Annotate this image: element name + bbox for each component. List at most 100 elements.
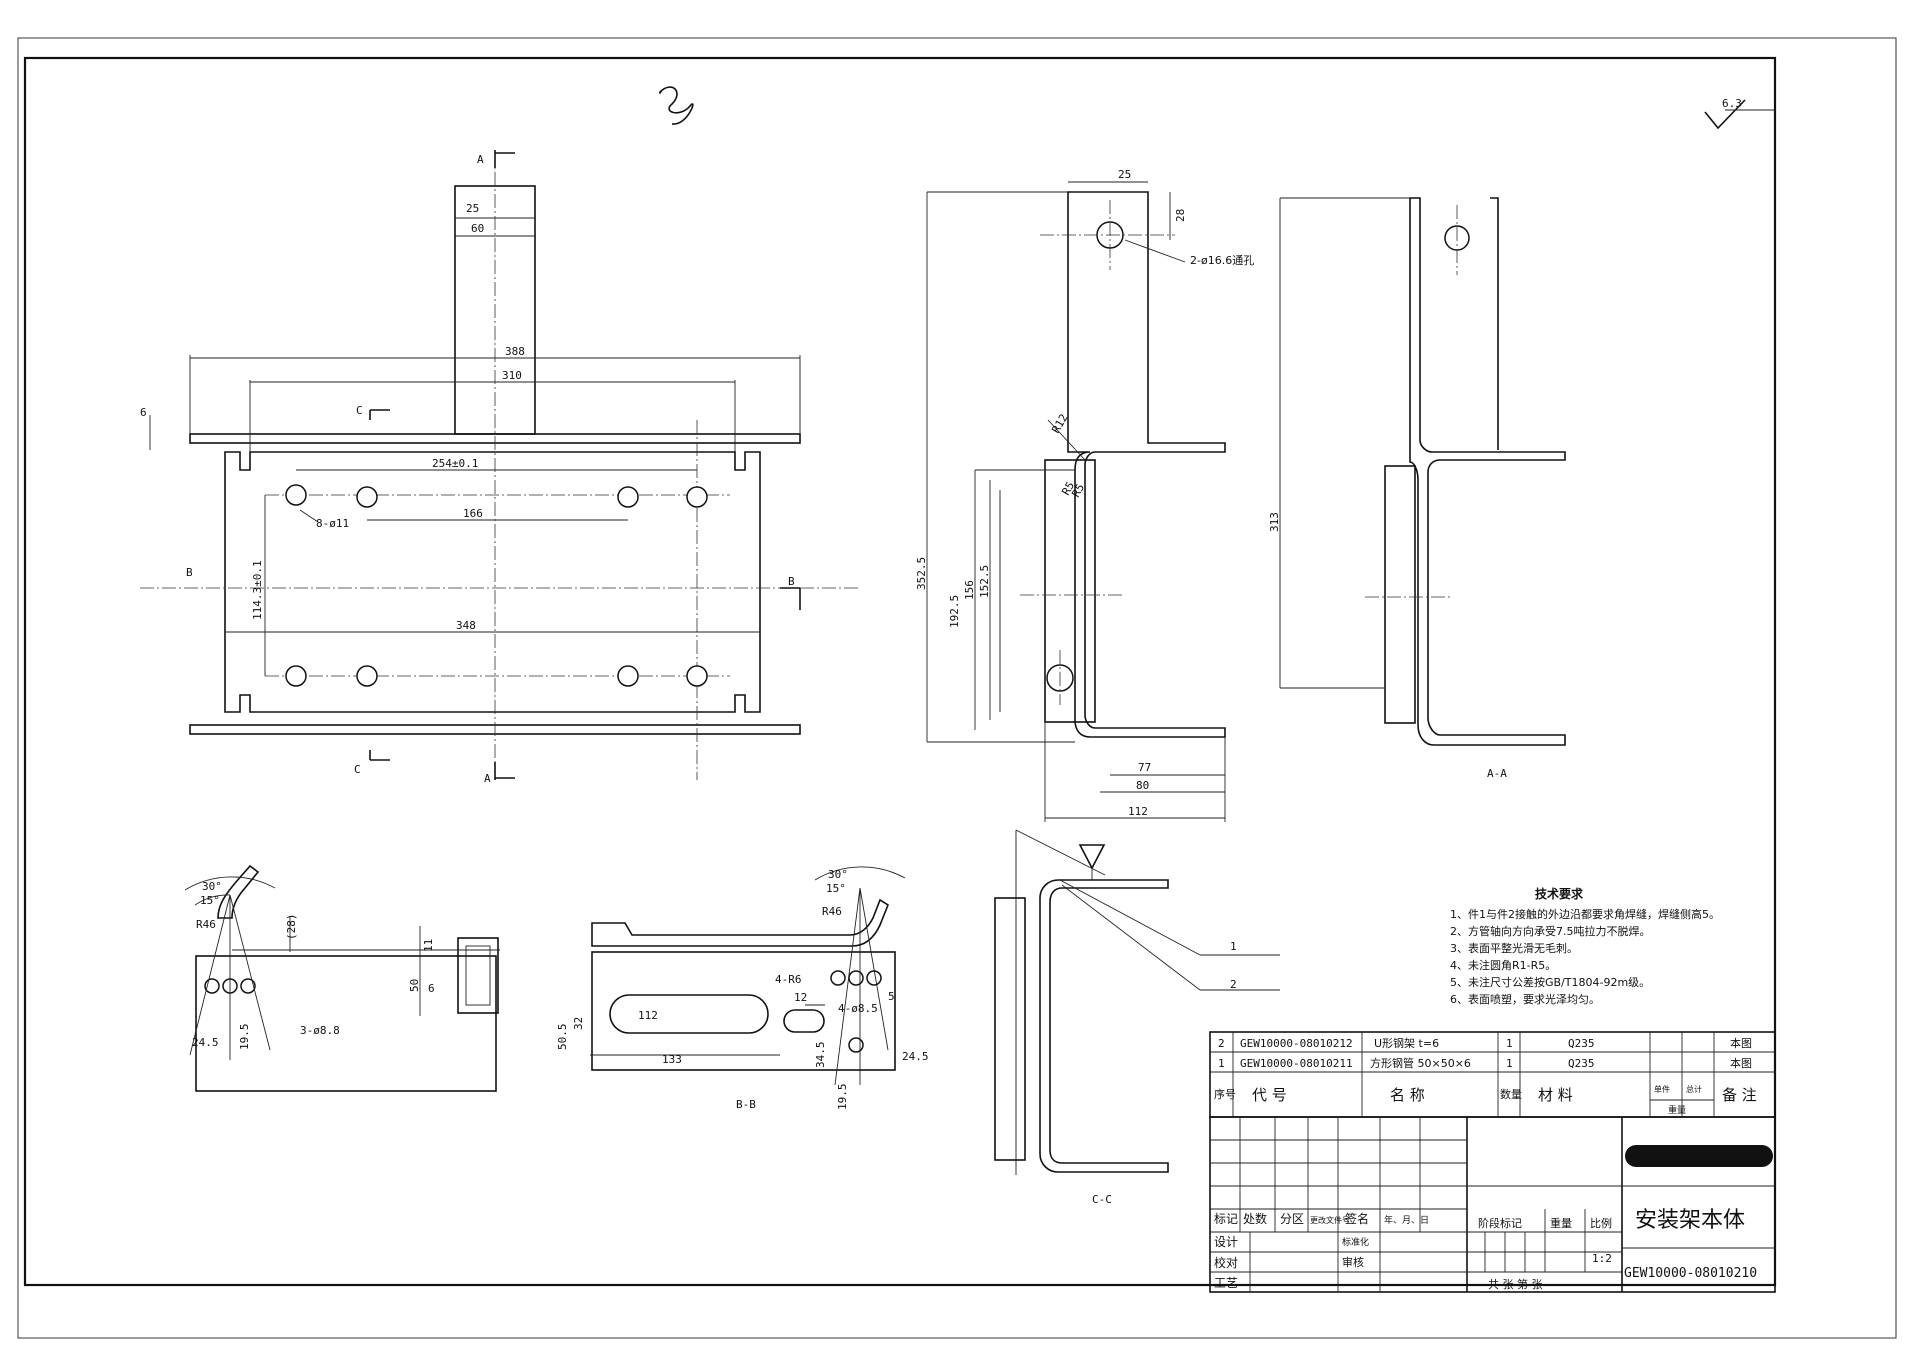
section-label-c: C: [354, 763, 361, 776]
tube-section: [1384, 465, 1416, 724]
sheet-count-label: 共 张 第 张: [1488, 1277, 1543, 1291]
section-label-a: A: [484, 772, 491, 785]
dim-label: 152.5: [978, 565, 991, 598]
tech-requirement-item: 5、未注尺寸公差按GB/T1804-92m级。: [1450, 975, 1650, 989]
dim-label: R5: [1069, 482, 1087, 500]
u-bracket-profile: [1067, 191, 1226, 738]
dim-label: 3-ø8.8: [300, 1024, 340, 1037]
bent-flange: [591, 898, 889, 947]
dim-label: 313: [1268, 512, 1281, 532]
dim-label: 8-ø11: [316, 517, 349, 530]
section-c-c: 1 2 C-C: [994, 829, 1280, 1206]
redacted-company-name: [1625, 1145, 1773, 1167]
dim-label: 348: [456, 619, 476, 632]
section-label-c: C: [356, 404, 363, 417]
square-tube: [1044, 459, 1096, 723]
title-block-label: 标记: [1214, 1212, 1238, 1226]
hole: [848, 1037, 864, 1053]
title-block-label: 工艺: [1214, 1276, 1238, 1290]
dim-label: 25: [1118, 168, 1131, 181]
dim-label: (28): [285, 914, 298, 941]
bom-cell: GEW10000-08010211: [1240, 1057, 1353, 1070]
bom-cell: 本图: [1730, 1036, 1752, 1050]
slot: [609, 994, 769, 1034]
bom-cell: GEW10000-08010212: [1240, 1037, 1353, 1050]
section-b-b: 30° 15° R46 4-R6 12 112 50.5 32 133 34.5…: [556, 866, 929, 1111]
title-block-label: 审核: [1342, 1255, 1364, 1269]
title-block-label: 比例: [1590, 1216, 1612, 1230]
dim-label: 50: [408, 979, 421, 992]
title-block-label: 校对: [1214, 1255, 1238, 1270]
drawing-title: 安装架本体: [1635, 1208, 1745, 1233]
weld-symbol: [1078, 844, 1106, 870]
angle-label: 15°: [200, 894, 220, 907]
main-body: [224, 451, 761, 713]
bb-plate: [591, 951, 896, 1071]
radius-label: R46: [196, 918, 216, 931]
roughness-symbol: 6.3: [1704, 97, 1775, 130]
title-block-label: 重量: [1550, 1216, 1572, 1230]
bom-header: 总计: [1686, 1084, 1702, 1094]
dim-label: 310: [502, 369, 522, 382]
tech-requirements-title: 技术要求: [1535, 886, 1584, 901]
bom-cell: 1: [1506, 1057, 1513, 1070]
dim-label: 2-ø16.6通孔: [1190, 254, 1254, 267]
tech-requirement-item: 1、件1与件2接触的外边沿都要求角焊缝，焊缝侧高5。: [1450, 907, 1720, 921]
section-label-bb: B-B: [736, 1098, 756, 1111]
bom-header: 备 注: [1722, 1086, 1757, 1104]
bom-cell: U形钢架 t=6: [1374, 1037, 1439, 1050]
bom-header: 重量: [1668, 1104, 1686, 1116]
dim-label: 388: [505, 345, 525, 358]
scale-value: 1:2: [1592, 1252, 1612, 1265]
title-block-label: 签名: [1345, 1211, 1369, 1226]
hole: [686, 665, 708, 687]
tech-requirements: 技术要求 1、件1与件2接触的外边沿都要求角焊缝，焊缝侧高5。 2、方管轴向方向…: [1450, 886, 1720, 1006]
bom-cell: 本图: [1730, 1056, 1752, 1070]
tube-end: [457, 937, 499, 1014]
dim-label: 6: [428, 982, 435, 995]
bom-table: 2 GEW10000-08010212 U形钢架 t=6 1 Q235 本图 1…: [1209, 1031, 1776, 1118]
title-block: 标记 处数 分区 更改文件号 签名 年、月、日 设计 标准化 校对 审核 工艺 …: [1209, 1116, 1776, 1293]
hole: [617, 665, 639, 687]
flat-plate: [195, 955, 497, 1092]
bom-cell: Q235: [1568, 1057, 1595, 1070]
dim-label: 77: [1138, 761, 1151, 774]
dim-label: 166: [463, 507, 483, 520]
dim-label: 24.5: [192, 1036, 219, 1049]
bom-cell: 1: [1506, 1037, 1513, 1050]
title-block-label: 更改文件号: [1310, 1215, 1350, 1225]
hole: [617, 486, 639, 508]
dim-label: 25: [466, 202, 479, 215]
radius-label: R46: [822, 905, 842, 918]
dim-label: 156: [963, 580, 976, 600]
hole: [285, 665, 307, 687]
dim-label: 12: [794, 991, 807, 1004]
section-label-b: B: [788, 575, 795, 588]
cc-profile: [1039, 879, 1169, 1173]
section-a-a: 313 A-A: [1268, 197, 1566, 780]
hole: [830, 970, 846, 986]
hole: [285, 484, 307, 506]
bom-header: 材 料: [1538, 1086, 1573, 1104]
dim-label: 352.5: [915, 557, 928, 590]
section-label-b: B: [186, 566, 193, 579]
bom-header: 序号: [1214, 1087, 1236, 1101]
hole: [356, 665, 378, 687]
title-block-label: 设计: [1214, 1235, 1238, 1249]
title-block-label: 分区: [1280, 1212, 1304, 1226]
hole: [356, 486, 378, 508]
dim-label: 24.5: [902, 1050, 929, 1063]
section-label-aa: A-A: [1487, 767, 1507, 780]
dim-label: 4-ø8.5: [838, 1002, 878, 1015]
section-label-cc: C-C: [1092, 1193, 1112, 1206]
dim-label: 34.5: [814, 1042, 827, 1069]
side-view: 25 28 2-ø16.6通孔 R12 R5 R5 352.5 192.5 15…: [915, 168, 1254, 822]
dim-label: 32: [572, 1017, 585, 1030]
hole: [848, 970, 864, 986]
bom-cell: Q235: [1568, 1037, 1595, 1050]
angle-label: 30°: [202, 880, 222, 893]
angle-label: 30°: [828, 868, 848, 881]
bom-header: 单件: [1654, 1084, 1670, 1094]
slot: [783, 1009, 825, 1033]
section-label-a: A: [477, 153, 484, 166]
